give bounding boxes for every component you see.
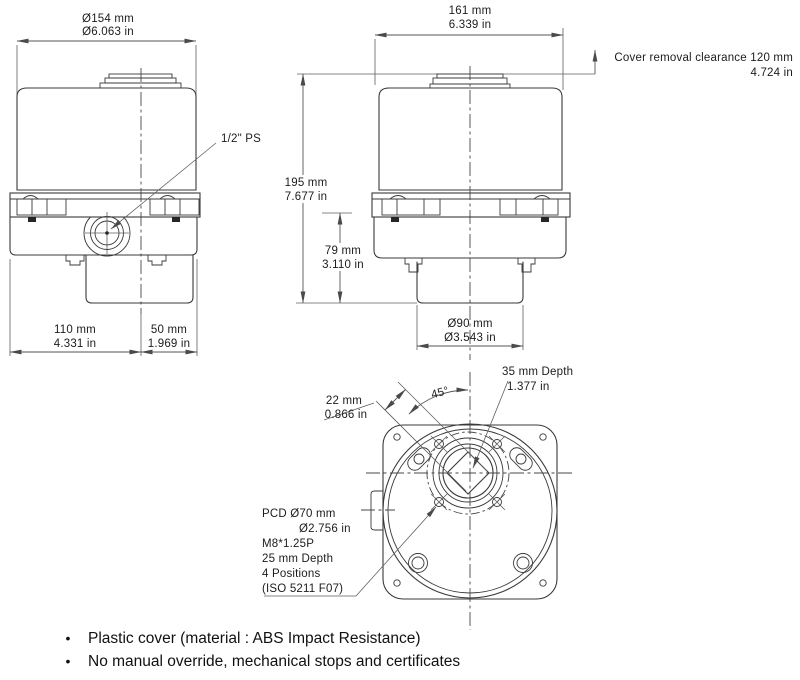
side-body-outline <box>373 216 567 259</box>
side-flange-band <box>371 192 571 222</box>
side-foot-right <box>517 258 536 273</box>
note-text: No manual override, mechanical stops and… <box>88 653 461 670</box>
side-height-lower-mm: 79 mm <box>325 245 361 257</box>
pcd-line-6: (ISO 5211 F07) <box>262 583 343 595</box>
port-leader-line <box>110 142 217 230</box>
front-dia-mm: Ø154 mm <box>82 13 134 25</box>
front-foot-left <box>65 255 85 266</box>
square-drive-dim-arrows <box>384 389 406 411</box>
front-cover-outline <box>16 87 197 191</box>
front-width-left-mm: 110 mm <box>54 324 96 336</box>
depth-leader-line <box>472 380 509 469</box>
footnotes: • Plastic cover (material : ABS Impact R… <box>48 627 768 673</box>
side-width-mm: 161 mm <box>449 5 492 17</box>
side-height-total-in: 7.677 in <box>285 191 328 203</box>
depth-line2: 1.377 in <box>507 381 550 393</box>
bullet-icon: • <box>65 630 71 646</box>
bottom-lug-top-right <box>509 447 533 471</box>
square-drive-mm: 22 mm <box>326 395 362 407</box>
angle-label: 45° <box>430 385 450 401</box>
side-width-in: 6.339 in <box>449 19 492 31</box>
front-top-cap <box>99 73 182 89</box>
note-plastic-cover: • Plastic cover (material : ABS Impact R… <box>48 627 768 650</box>
pcd-line-2: Ø2.756 in <box>299 523 351 535</box>
front-foot-right <box>147 255 167 266</box>
side-bottom-cylinder <box>416 261 524 304</box>
bottom-left-tab <box>370 490 383 531</box>
front-width-right-mm: 50 mm <box>151 324 187 336</box>
note-no-override: • No manual override, mechanical stops a… <box>48 650 768 673</box>
clearance-line2: 4.724 in <box>750 67 793 79</box>
pcd-leader-line <box>264 506 437 597</box>
front-width-right-in: 1.969 in <box>148 338 191 350</box>
side-view: 161 mm 6.339 in Cover removal clearance … <box>280 5 793 360</box>
depth-line1: 35 mm Depth <box>502 366 573 378</box>
side-cover-outline <box>378 87 563 191</box>
front-dia-in: Ø6.063 in <box>82 26 134 38</box>
pcd-line-3: M8*1.25P <box>262 538 314 550</box>
side-height-total-mm: 195 mm <box>285 177 328 189</box>
side-dia-mm: Ø90 mm <box>447 318 492 330</box>
bottom-view: 45° 22 mm 0.866 in 35 mm Depth 1.377 in … <box>262 366 574 630</box>
side-height-lower-in: 3.110 in <box>322 259 364 271</box>
front-conduit-port <box>83 212 131 257</box>
bottom-m8-holes <box>430 435 506 511</box>
square-drive-in: 0.866 in <box>325 409 368 421</box>
front-flange-band <box>9 192 201 222</box>
pcd-line-5: 4 Positions <box>262 568 321 580</box>
port-label: 1/2" PS <box>221 133 261 145</box>
clearance-line1: Cover removal clearance 120 mm <box>614 52 793 64</box>
front-bottom-cylinder <box>85 254 194 304</box>
front-body-outline <box>9 216 198 256</box>
pcd-line-1: PCD Ø70 mm <box>262 508 336 520</box>
pcd-line-4: 25 mm Depth <box>262 553 333 565</box>
bullet-icon: • <box>65 653 71 669</box>
front-view: Ø154 mm Ø6.063 in <box>9 13 261 356</box>
side-foot-left <box>404 258 423 273</box>
angle-dim-arc <box>408 387 469 415</box>
front-width-left-in: 4.331 in <box>54 338 97 350</box>
side-dia-in: Ø3.543 in <box>444 332 496 344</box>
pcd-note-block: PCD Ø70 mm Ø2.756 in M8*1.25P 25 mm Dept… <box>262 506 437 597</box>
bottom-lug-top-left <box>407 447 431 471</box>
note-text: Plastic cover (material : ABS Impact Res… <box>88 630 421 647</box>
